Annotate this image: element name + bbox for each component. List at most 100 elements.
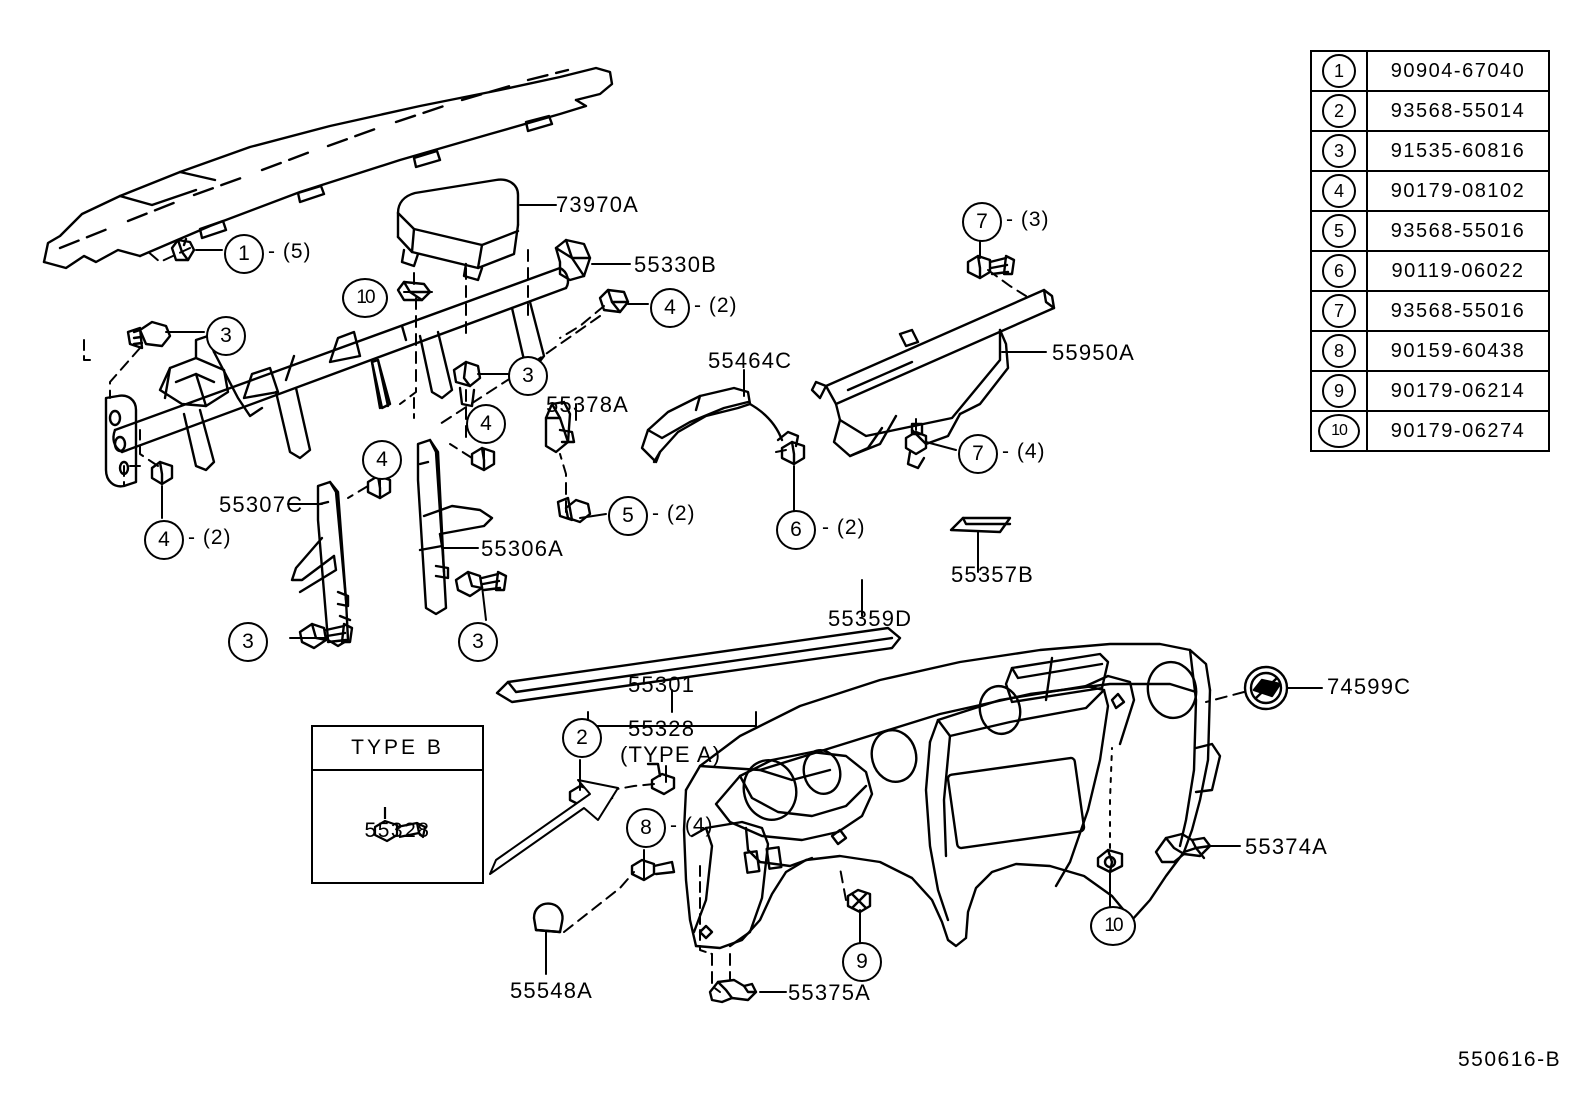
- callout-5-qty: - (2): [652, 502, 696, 525]
- callout-4-b: 4: [144, 520, 184, 560]
- row-marker: 8: [1310, 330, 1368, 372]
- type-b-inset-box: TYPE B 55328: [311, 725, 484, 884]
- part-label-55328-type-a: 55328: [628, 716, 696, 741]
- callout-3-b: 3: [508, 356, 548, 396]
- plug-55548A: [532, 902, 564, 934]
- part-label-55374A: 55374A: [1245, 834, 1329, 859]
- plate-55357B: [949, 516, 1012, 534]
- table-row: 2 93568-55014: [1310, 90, 1550, 132]
- part-label-74599C: 74599C: [1327, 674, 1412, 699]
- circled-number: 3: [1322, 134, 1356, 168]
- circled-number: 8: [1322, 334, 1356, 368]
- callout-4-c: 4: [362, 440, 402, 480]
- part-label-55548A: 55548A: [510, 978, 594, 1003]
- part-label-55307C: 55307C: [219, 492, 304, 517]
- type-b-clip-art: [373, 807, 427, 843]
- part-code: 90159-60438: [1366, 330, 1550, 372]
- part-label-55378A: 55378A: [546, 392, 630, 417]
- airbag-assy-73970A: [396, 178, 520, 282]
- callout-5: 5: [608, 496, 648, 536]
- callout-4-a-qty: - (2): [694, 294, 738, 317]
- circled-number: 5: [1322, 214, 1356, 248]
- circled-number: 2: [1322, 94, 1356, 128]
- callout-6: 6: [776, 510, 816, 550]
- row-marker: 2: [1310, 90, 1368, 132]
- table-row: 4 90179-08102: [1310, 170, 1550, 212]
- cowl-trim-part: [42, 66, 614, 270]
- callout-10-b: 10: [1090, 906, 1136, 946]
- callout-9: 9: [842, 942, 882, 982]
- part-code: 90179-06274: [1366, 410, 1550, 452]
- circled-number: 6: [1322, 254, 1356, 288]
- duct-55950A: [810, 288, 1056, 458]
- part-label-55464C: 55464C: [708, 348, 793, 373]
- row-marker: 4: [1310, 170, 1368, 212]
- clip-55375A: [708, 978, 758, 1004]
- callout-7-a-qty: - (3): [1006, 208, 1050, 231]
- row-marker: 1: [1310, 50, 1368, 92]
- part-label-55375A: 55375A: [788, 980, 872, 1005]
- circled-number: 7: [1322, 294, 1356, 328]
- callout-3-d: 3: [458, 622, 498, 662]
- circled-number: 1: [1322, 54, 1356, 88]
- part-label-55306A: 55306A: [481, 536, 565, 561]
- parts-table-body: 1 90904-67040 2 93568-55014 3 91535-60816 4…: [1310, 50, 1550, 452]
- row-marker: 7: [1310, 290, 1368, 332]
- callout-3-c: 3: [228, 622, 268, 662]
- part-label-55357B: 55357B: [951, 562, 1035, 587]
- table-row: 1 90904-67040: [1310, 50, 1550, 92]
- leader-lines: [83, 204, 1323, 993]
- row-marker: 9: [1310, 370, 1368, 412]
- bracket-55378A: [544, 400, 576, 454]
- part-code: 93568-55016: [1366, 290, 1550, 332]
- part-code: 91535-60816: [1366, 130, 1550, 172]
- part-code: 90179-06214: [1366, 370, 1550, 412]
- row-marker: 5: [1310, 210, 1368, 252]
- circled-number: 9: [1322, 374, 1356, 408]
- row-marker: 6: [1310, 250, 1368, 292]
- callout-4-b-qty: - (2): [188, 526, 232, 549]
- table-row: 8 90159-60438: [1310, 330, 1550, 372]
- circled-number: 4: [1322, 174, 1356, 208]
- part-code: 90904-67040: [1366, 50, 1550, 92]
- part-code: 90179-08102: [1366, 170, 1550, 212]
- crossmember-reinforcement-55330B: [104, 238, 592, 488]
- bracket-55307C: [290, 480, 352, 648]
- part-code: 93568-55014: [1366, 90, 1550, 132]
- cap-74599C: [1243, 665, 1289, 711]
- callout-8-qty: - (4): [670, 814, 714, 837]
- table-row: 6 90119-06022: [1310, 250, 1550, 292]
- callout-8: 8: [626, 808, 666, 848]
- table-row: 7 93568-55016: [1310, 290, 1550, 332]
- bracket-55306A: [416, 438, 494, 616]
- trim-strip-55359D: [495, 626, 902, 704]
- table-row: 9 90179-06214: [1310, 370, 1550, 412]
- callout-6-qty: - (2): [822, 516, 866, 539]
- row-marker: 10: [1310, 410, 1368, 452]
- part-label-55330B: 55330B: [634, 252, 718, 277]
- part-label-55950A: 55950A: [1052, 340, 1136, 365]
- part-label-55359D: 55359D: [828, 606, 913, 631]
- callout-2: 2: [562, 718, 602, 758]
- brace-55464C: [640, 386, 784, 464]
- table-row: 3 91535-60816: [1310, 130, 1550, 172]
- part-code: 90119-06022: [1366, 250, 1550, 292]
- callout-7-b-qty: - (4): [1002, 440, 1046, 463]
- callout-1: 1: [224, 234, 264, 274]
- diagram-code: 550616-B: [1458, 1048, 1562, 1071]
- part-label-type-a-note: (TYPE A): [620, 742, 722, 767]
- type-b-title: TYPE B: [313, 727, 482, 771]
- circled-number: 10: [1318, 414, 1360, 448]
- callout-4-a: 4: [650, 288, 690, 328]
- callout-7-b: 7: [958, 434, 998, 474]
- callout-3-a: 3: [206, 316, 246, 356]
- callout-1-qty: - (5): [268, 240, 312, 263]
- instrument-panel-55301: [682, 642, 1222, 950]
- type-b-body: 55328: [313, 771, 482, 882]
- callout-4-d: 4: [466, 404, 506, 444]
- part-label-73970A: 73970A: [556, 192, 640, 217]
